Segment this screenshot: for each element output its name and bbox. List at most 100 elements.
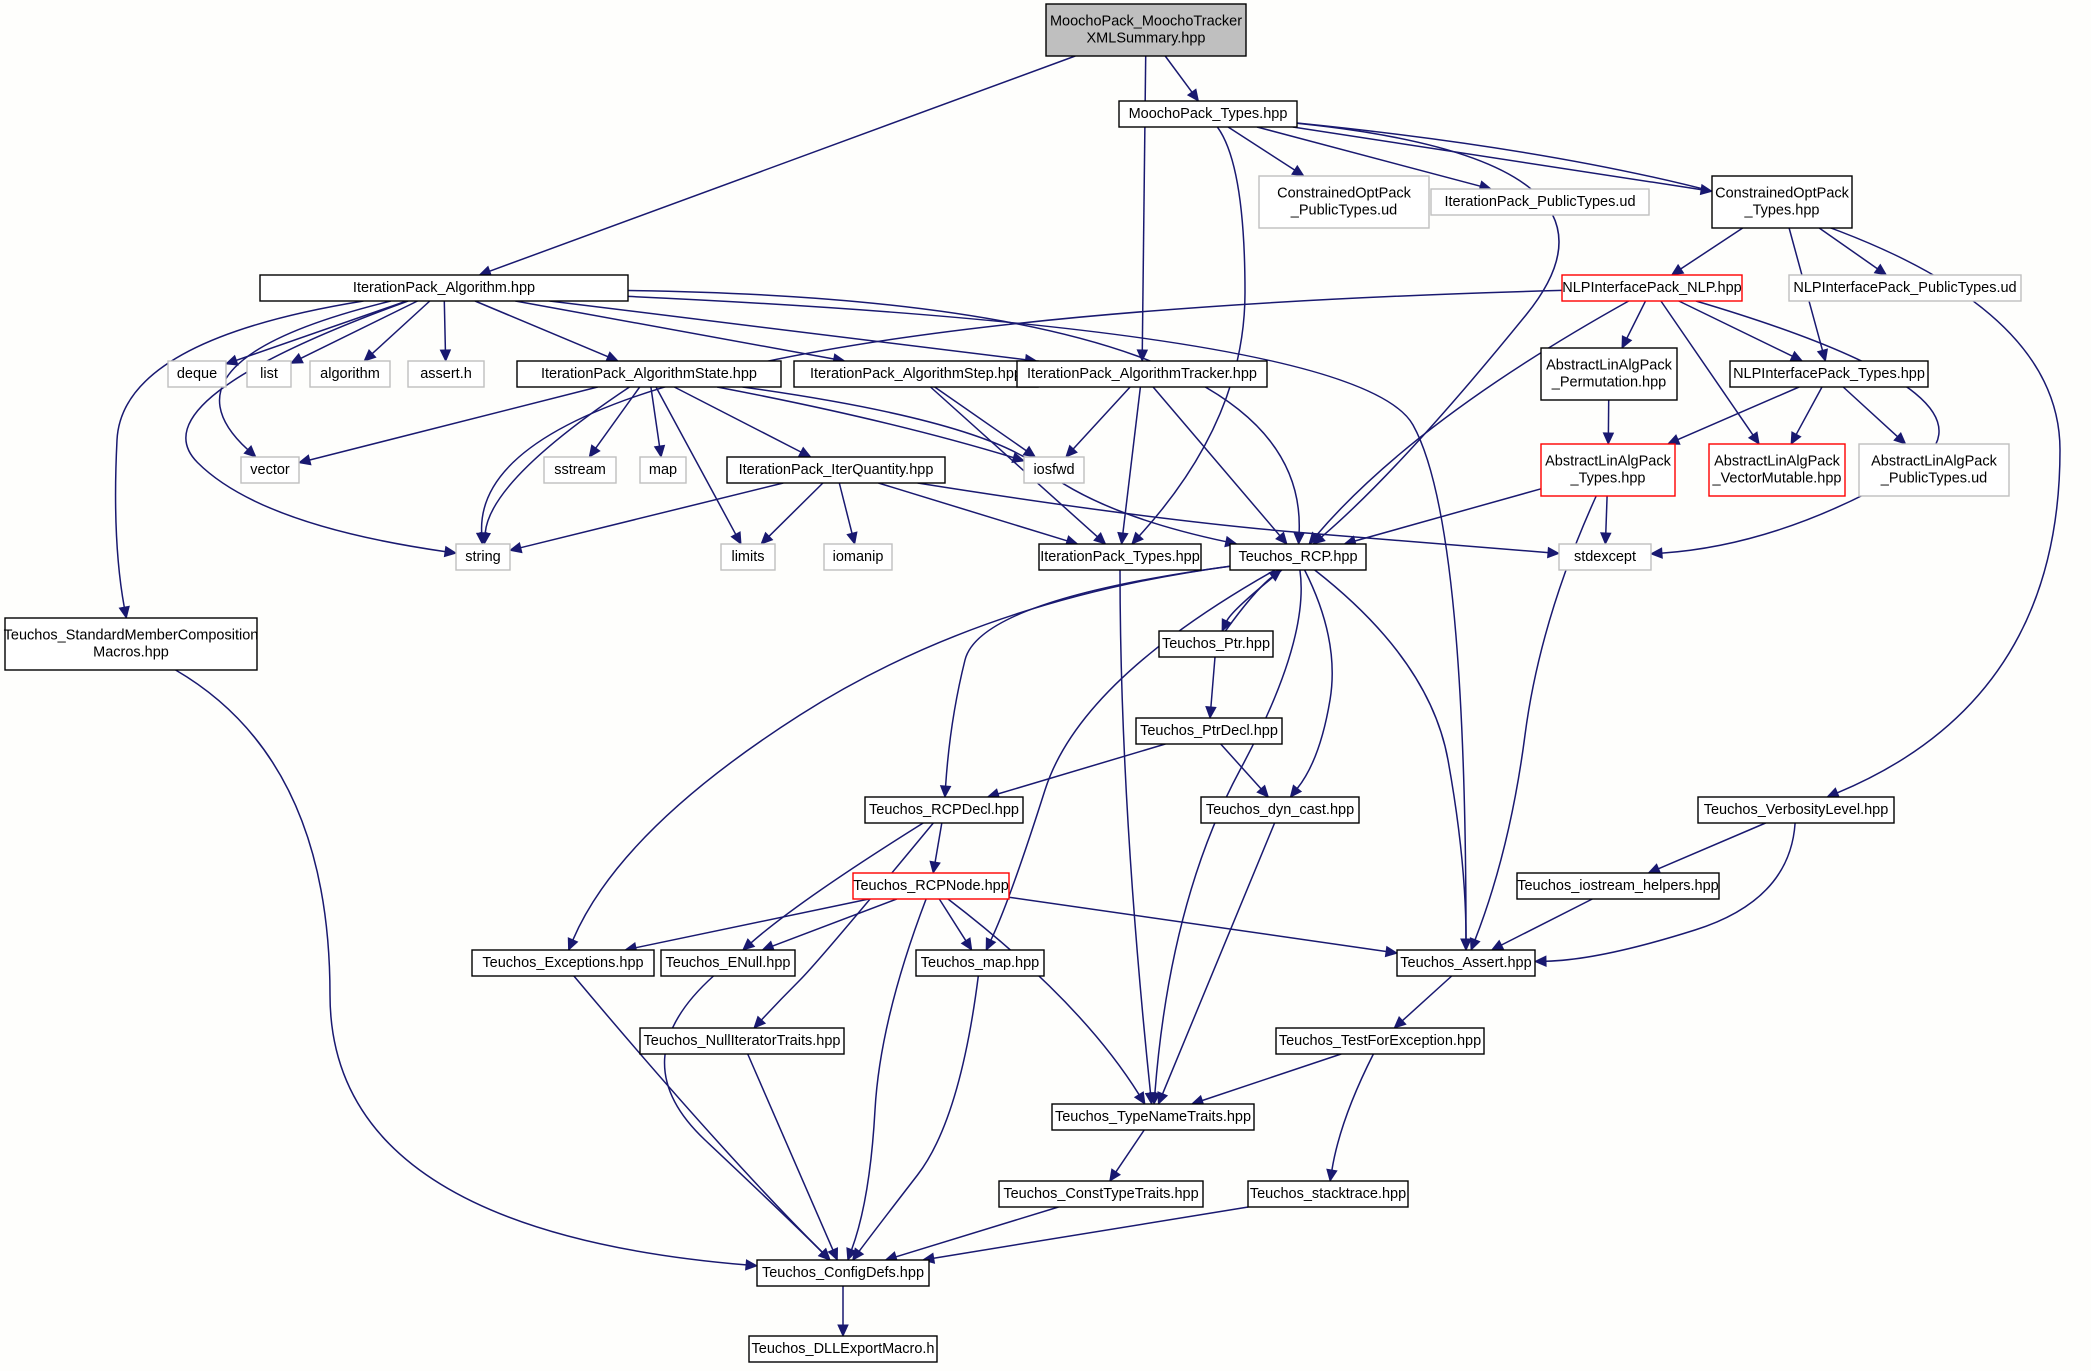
node-t_rcpdecl[interactable]: Teuchos_RCPDecl.hpp [864, 796, 1024, 824]
edge-t_consttype-to-t_config [895, 1206, 1059, 1258]
node-cop_pub[interactable]: ConstrainedOptPack_PublicTypes.ud [1258, 175, 1430, 229]
node-label: Teuchos_Assert.hpp [1400, 955, 1531, 971]
edge-t_typename-to-t_consttype [1115, 1129, 1145, 1173]
node-stdexcept[interactable]: stdexcept [1558, 543, 1652, 571]
node-t_testexc[interactable]: Teuchos_TestForException.hpp [1275, 1027, 1485, 1055]
arrowhead-nlp_nlp-to-ala_vecmut [1747, 431, 1760, 445]
node-algorithm[interactable]: algorithm [309, 360, 391, 388]
node-ip_state[interactable]: IterationPack_AlgorithmState.hpp [516, 360, 782, 388]
edge-t_rcpnode-to-t_typename [947, 898, 1140, 1096]
node-assert_h[interactable]: assert.h [407, 360, 485, 388]
node-box [639, 1027, 845, 1055]
node-t_stack[interactable]: Teuchos_stacktrace.hpp [1247, 1180, 1409, 1208]
edge-mp_types-to-cop_types [1292, 126, 1702, 191]
node-t_consttype[interactable]: Teuchos_ConstTypeTraits.hpp [998, 1180, 1204, 1208]
node-ip_types[interactable]: IterationPack_Types.hpp [1038, 543, 1202, 571]
arrowhead-ip_alg-to-algorithm [363, 348, 377, 362]
node-box [1016, 360, 1268, 388]
arrowhead-t_ptr-to-t_ptrdecl [1205, 706, 1217, 720]
edge-t_assert-to-t_testexc [1401, 975, 1453, 1022]
node-ip_step[interactable]: IterationPack_AlgorithmStep.hpp [793, 360, 1039, 388]
node-iomanip[interactable]: iomanip [823, 543, 893, 571]
node-t_map[interactable]: Teuchos_map.hpp [915, 949, 1045, 977]
node-box [1711, 175, 1853, 229]
edge-ip_alg-to-string [185, 300, 446, 553]
node-t_rcp[interactable]: Teuchos_RCP.hpp [1229, 543, 1367, 571]
node-deque[interactable]: deque [167, 360, 227, 388]
node-label: string [465, 549, 500, 565]
node-t_config[interactable]: Teuchos_ConfigDefs.hpp [756, 1259, 930, 1287]
node-nlp_types[interactable]: NLPInterfacePack_Types.hpp [1729, 360, 1929, 388]
edge-ip_state-to-vector [309, 386, 598, 461]
node-label: Teuchos_VerbosityLevel.hpp [1704, 802, 1889, 818]
edge-t_rcpnode-to-t_map [938, 898, 967, 942]
node-t_iostream[interactable]: Teuchos_iostream_helpers.hpp [1516, 872, 1720, 900]
node-label: _Permutation.hpp [1551, 375, 1666, 391]
node-ala_pub[interactable]: AbstractLinAlgPack_PublicTypes.ud [1858, 443, 2010, 497]
edge-t_verb-to-t_assert [1545, 822, 1796, 962]
node-nlp_nlp[interactable]: NLPInterfacePack_NLP.hpp [1561, 274, 1743, 302]
node-ala_vecmut[interactable]: AbstractLinAlgPack_VectorMutable.hpp [1708, 443, 1846, 497]
edge-root-to-ip_tracker [1141, 55, 1147, 351]
edge-ip_state-to-string [484, 386, 630, 534]
node-nlp_pub[interactable]: NLPInterfacePack_PublicTypes.ud [1788, 274, 2022, 302]
node-t_verb[interactable]: Teuchos_VerbosityLevel.hpp [1697, 796, 1895, 824]
node-mp_types[interactable]: MoochoPack_Types.hpp [1118, 100, 1298, 128]
node-box [246, 360, 292, 388]
node-ala_types[interactable]: AbstractLinAlgPack_Types.hpp [1540, 443, 1676, 497]
node-limits[interactable]: limits [720, 543, 776, 571]
node-string[interactable]: string [455, 543, 511, 571]
node-label: Teuchos_ConfigDefs.hpp [762, 1265, 924, 1281]
node-label: Teuchos_RCPNode.hpp [853, 878, 1009, 894]
arrowhead-t_verb-to-t_iostream [1647, 863, 1662, 874]
edges-layer [114, 55, 2061, 1338]
edge-ip_alg-to-ip_tracker [549, 300, 1026, 361]
node-list[interactable]: list [246, 360, 292, 388]
node-ala_perm[interactable]: AbstractLinAlgPack_Permutation.hpp [1540, 347, 1678, 401]
node-ip_pub[interactable]: IterationPack_PublicTypes.ud [1430, 188, 1650, 216]
arrowhead-ip_iterq-to-iomanip [846, 531, 858, 546]
arrowhead-ip_alg-to-assert_h [439, 349, 452, 363]
arrowhead-ip_step-to-ip_types [1093, 531, 1107, 545]
node-t_smc[interactable]: Teuchos_StandardMemberCompositionMacros.… [4, 617, 259, 671]
arrowhead-cop_types-to-nlp_nlp [1670, 263, 1685, 276]
arrowhead-t_rcpdecl-to-t_enull [741, 938, 756, 951]
node-t_rcpnode[interactable]: Teuchos_RCPNode.hpp [852, 872, 1010, 900]
node-box [309, 360, 391, 388]
node-ip_alg[interactable]: IterationPack_Algorithm.hpp [259, 274, 629, 302]
edge-ip_alg-to-t_smc [114, 300, 364, 608]
node-iosfwd[interactable]: iosfwd [1023, 456, 1085, 484]
edge-mp_types-to-ip_pub [1256, 126, 1481, 187]
node-t_enull[interactable]: Teuchos_ENull.hpp [660, 949, 796, 977]
arrowhead-t_ptr-to-t_rcp [1268, 569, 1283, 582]
node-box [720, 543, 776, 571]
node-map[interactable]: map [639, 456, 687, 484]
node-t_typename[interactable]: Teuchos_TypeNameTraits.hpp [1051, 1103, 1255, 1131]
node-ip_tracker[interactable]: IterationPack_AlgorithmTracker.hpp [1016, 360, 1268, 388]
arrowhead-ip_iterq-to-stdexcept [1547, 546, 1561, 559]
arrowhead-t_rcpnode-to-t_assert [1384, 945, 1399, 958]
node-t_exc[interactable]: Teuchos_Exceptions.hpp [471, 949, 655, 977]
node-box [471, 949, 655, 977]
edge-t_exc-to-t_config [573, 975, 823, 1253]
node-ip_iterq[interactable]: IterationPack_IterQuantity.hpp [726, 456, 946, 484]
node-vector[interactable]: vector [240, 456, 300, 484]
node-box [756, 1259, 930, 1287]
node-sstream[interactable]: sstream [543, 456, 617, 484]
node-t_ptrdecl[interactable]: Teuchos_PtrDecl.hpp [1135, 717, 1283, 745]
node-t_dyncast[interactable]: Teuchos_dyn_cast.hpp [1200, 796, 1360, 824]
node-label: IterationPack_Types.hpp [1040, 549, 1200, 565]
arrowhead-mp_types-to-cop_pub [1291, 164, 1305, 177]
node-t_dll[interactable]: Teuchos_DLLExportMacro.h [748, 1335, 938, 1363]
node-box [823, 543, 893, 571]
node-t_ptr[interactable]: Teuchos_Ptr.hpp [1158, 630, 1274, 658]
node-label: Teuchos_Ptr.hpp [1162, 636, 1270, 652]
edge-t_dyncast-to-t_typename [1161, 822, 1276, 1095]
node-label: NLPInterfacePack_PublicTypes.ud [1793, 280, 2016, 296]
node-t_nullit[interactable]: Teuchos_NullIteratorTraits.hpp [639, 1027, 845, 1055]
node-label: AbstractLinAlgPack [1545, 454, 1671, 470]
node-t_assert[interactable]: Teuchos_Assert.hpp [1396, 949, 1536, 977]
node-cop_types[interactable]: ConstrainedOptPack_Types.hpp [1711, 175, 1853, 229]
node-box [998, 1180, 1204, 1208]
